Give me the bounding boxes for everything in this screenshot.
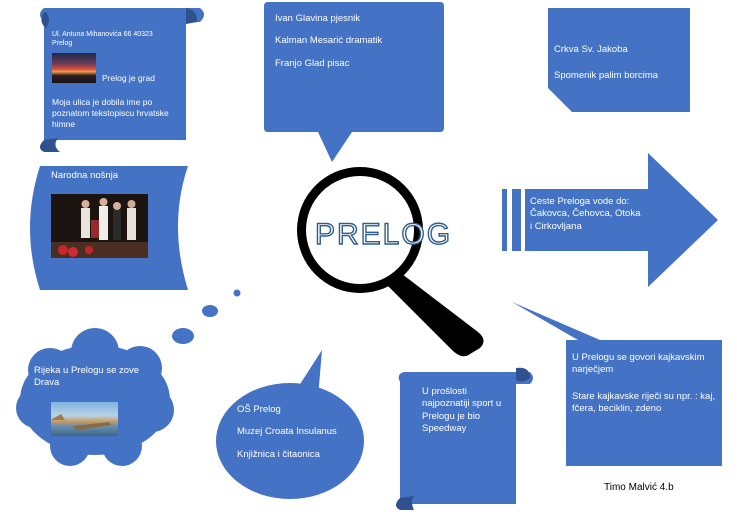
sport-text: U prošlosti najpoznatiji sport u Prelogu… <box>422 386 502 435</box>
dialect-line: U Prelogu se govori kajkavskim narječjem <box>572 352 705 376</box>
landmark-item: Crkva Sv. Jakoba <box>554 44 628 55</box>
street-description: Moja ulica je dobila ime po poznatom tek… <box>52 97 169 130</box>
arrow-shape-roads <box>502 153 718 287</box>
roads-text: Ceste Preloga vode do: Čakovca, Čehovca,… <box>530 196 641 232</box>
street-address: Ul. Antuna Mihanovića 66 40323 Prelog <box>52 31 182 49</box>
magnifying-glass-icon <box>297 167 484 357</box>
institution-item: OŠ Prelog <box>237 404 281 415</box>
oval-callout-institutions <box>216 350 364 499</box>
street-caption: Prelog je grad <box>102 73 155 83</box>
landmarks-list: Crkva Sv. Jakoba Spomenik palim borcima <box>554 44 686 93</box>
callout-shape-people <box>264 2 444 162</box>
author-credit: Timo Malvić 4.b <box>604 482 674 493</box>
people-item: Kalman Mesarić dramatik <box>275 35 383 47</box>
street-town-line: Prelog <box>52 39 73 47</box>
people-item: Ivan Glavina pjesnik <box>275 13 361 24</box>
prelog-sunset-photo <box>52 53 96 83</box>
people-list: Ivan Glavina pjesnik Kalman Mesarić dram… <box>275 13 435 80</box>
institution-item: Knjižnica i čitaonica <box>237 448 320 460</box>
dialect-line: Stare kajkavske riječi su npr. : kaj, fč… <box>572 390 716 415</box>
institution-item: Muzej Croata Insulanus <box>237 426 337 438</box>
center-title: PRELOG <box>314 217 453 251</box>
snip-shape-landmarks <box>548 8 690 112</box>
scroll-shape-sport <box>396 367 533 510</box>
drava-river-photo <box>51 402 118 436</box>
institutions-list: OŠ Prelog Muzej Croata Insulanus Knjižni… <box>237 404 347 471</box>
river-text: Rijeka u Prelogu se zove Drava <box>34 365 140 389</box>
street-address-line: Ul. Antuna Mihanovića 66 40323 <box>52 31 153 38</box>
cloud-shape-river <box>16 328 174 466</box>
people-item: Franjo Glad pisac <box>275 57 350 69</box>
folk-costume-photo <box>51 194 148 258</box>
landmark-item: Spomenik palim borcima <box>554 70 659 82</box>
scroll-shape-street <box>40 8 204 152</box>
costume-label: Narodna nošnja <box>51 170 119 181</box>
callout-shape-dialect <box>512 302 722 466</box>
dialect-text: U Prelogu se govori kajkavskim narječjem… <box>572 352 718 425</box>
thought-bubble-trail <box>172 289 241 344</box>
